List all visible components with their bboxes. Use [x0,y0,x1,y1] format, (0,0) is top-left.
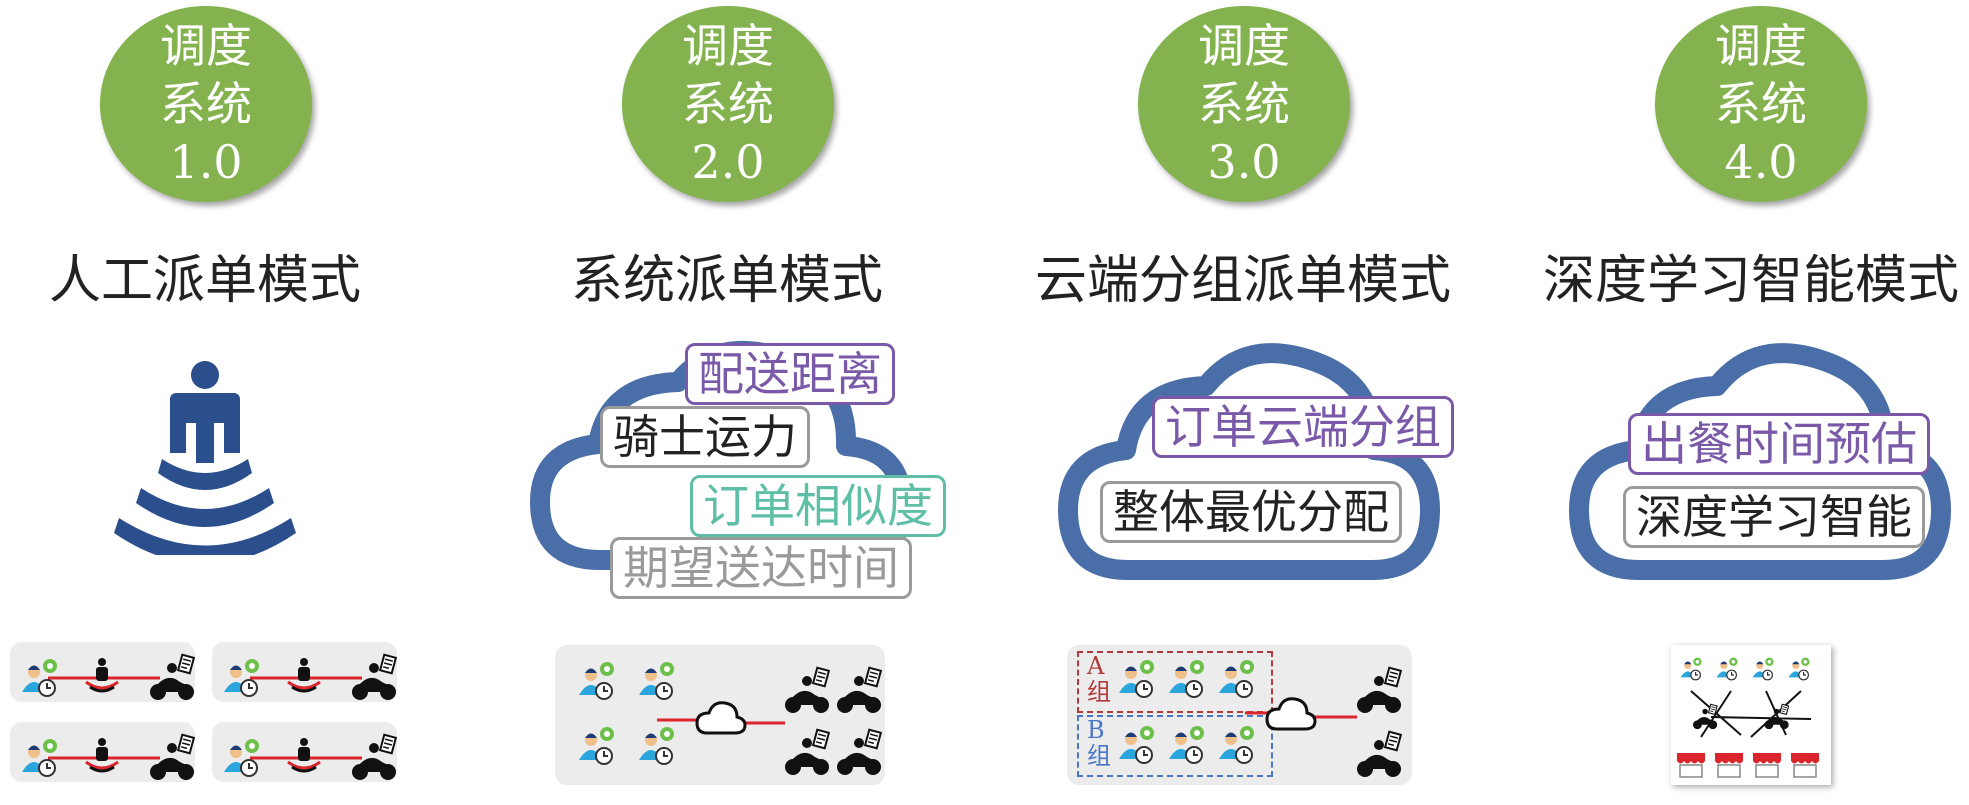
customer-icon [1679,656,1703,681]
storefront-icon [1790,752,1820,778]
group-a-letter: A [1087,652,1105,680]
badge-line-3: 1.0 [169,135,243,189]
badge-line-1: 调度 [682,19,774,73]
tag-expected-delivery-time: 期望送达时间 [610,537,912,599]
cloud-icon [1265,697,1317,731]
customer-icon [1787,656,1811,681]
badge-line-2: 系统 [1715,77,1807,131]
customer-icon [1218,725,1255,764]
badge-line-2: 系统 [160,77,252,131]
group-b-letter: B [1087,716,1105,744]
badge-line-2: 系统 [1198,77,1290,131]
scene-panel [555,645,885,785]
customer-icon [578,726,615,765]
rider-motorcycle-icon [784,728,830,776]
tag-order-similarity: 订单相似度 [690,475,946,537]
person-signal-icon [114,361,296,555]
group-b-box: B 组 [1077,715,1273,777]
tag-rider-capacity: 骑士运力 [600,406,810,468]
customer-icon [1168,659,1205,698]
rider-motorcycle-icon [784,666,830,714]
scene-panel [10,642,195,702]
badge-line-1: 调度 [160,19,252,73]
group-a-box: A 组 [1077,651,1273,713]
storefront-icon [1676,752,1706,778]
customer-icon [638,661,675,700]
badge-line-3: 4.0 [1724,135,1798,189]
customer-icon [1751,656,1775,681]
tag-order-cloud-grouping: 订单云端分组 [1152,396,1454,458]
storefront-icon [1714,752,1744,778]
badge-line-3: 2.0 [691,135,765,189]
stage-badge: 调度 系统 4.0 [1655,6,1867,202]
group-b-word: 组 [1087,742,1111,770]
cloud-icon [1058,343,1440,580]
person-signal-icon [84,656,120,693]
stage-3: 调度 系统 3.0 云端分组派单模式 订单云端分组 整体最优分配 A 组 B 组 [1030,0,1460,805]
scene-panel [10,722,195,782]
stage-4: 调度 系统 4.0 深度学习智能模式 出餐时间预估 深度学习智能 [1539,0,1969,805]
rider-motorcycle-icon [836,666,882,714]
person-signal-icon [84,736,120,773]
tag-deep-learning-intelligence: 深度学习智能 [1623,486,1925,548]
mode-title: 人工派单模式 [48,251,361,311]
scene-panel [212,642,397,702]
person-signal-icon [286,736,322,773]
mode-title: 深度学习智能模式 [1542,251,1959,311]
tag-delivery-distance: 配送距离 [685,343,895,405]
badge-line-1: 调度 [1198,19,1290,73]
badge-line-3: 3.0 [1207,135,1281,189]
customer-icon [1218,659,1255,698]
stage-badge: 调度 系统 1.0 [100,6,312,202]
stage-badge: 调度 系统 3.0 [1138,6,1350,202]
group-a-word: 组 [1087,678,1111,706]
rider-motorcycle-icon [1356,730,1402,778]
scene-panel: A 组 B 组 [1067,645,1412,785]
badge-line-2: 系统 [682,77,774,131]
badge-line-1: 调度 [1715,19,1807,73]
customer-icon [1168,725,1205,764]
stage-1: 调度 系统 1.0 人工派单模式 [0,0,430,805]
scene-panel [1671,645,1831,785]
mode-title: 云端分组派单模式 [1034,251,1451,311]
tag-meal-time-estimate: 出餐时间预估 [1628,413,1930,475]
customer-icon [578,661,615,700]
person-signal-icon [286,656,322,693]
stage-badge: 调度 系统 2.0 [622,6,834,202]
rider-motorcycle-icon [1356,666,1402,714]
tag-global-optimal-allocation: 整体最优分配 [1100,481,1402,543]
storefront-icon [1752,752,1782,778]
customer-icon [1118,659,1155,698]
mode-title: 系统派单模式 [570,251,883,311]
customer-icon [638,726,675,765]
cloud-icon [695,701,747,735]
customer-icon [1715,656,1739,681]
rider-motorcycle-icon [836,728,882,776]
customer-icon [1118,725,1155,764]
scene-panel [212,722,397,782]
stage-2: 调度 系统 2.0 系统派单模式 配送距离 骑士运力 订单相似度 期望送达时间 [510,0,946,805]
